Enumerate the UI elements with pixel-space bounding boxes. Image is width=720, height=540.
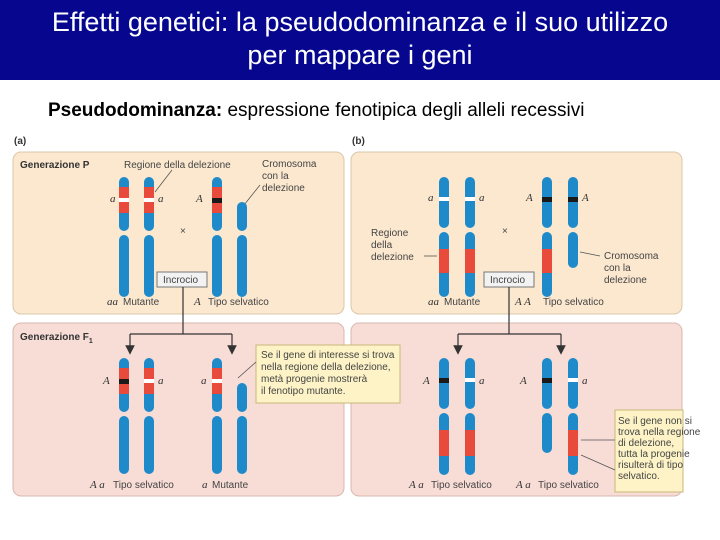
chromosome-a-f1-4-deletion (237, 383, 247, 474)
f1-right-label-b: Tipo selvatico (538, 480, 599, 491)
chromosome-b-p4-deletion (568, 177, 578, 268)
chromosome-b-f1-4 (568, 358, 578, 475)
gen-f1-text: Generazione F (20, 332, 89, 343)
note-leader-a (237, 361, 257, 379)
subtitle-bold: Pseudodominanza: (48, 100, 223, 121)
allele-A-bp3: A (525, 192, 533, 204)
cross-connector-b (458, 287, 561, 335)
allele-A-p3: A (195, 193, 203, 205)
title-bar: Effetti genetici: la pseudodominanza e i… (0, 0, 720, 80)
note-b-line-2: trova nella regione (618, 427, 701, 438)
f1-left-label-b: Tipo selvatico (431, 480, 492, 491)
note-a-line-1: Se il gene di interesse si trova (261, 350, 395, 361)
allele-A-f1-1: A (102, 375, 110, 387)
note-leader-b-2 (580, 454, 616, 471)
note-b-line-1: Se il gene non si (618, 416, 692, 427)
p-wild-label-a: Tipo selvatico (208, 297, 269, 308)
title-line-2: per mappare i geni (247, 40, 473, 70)
allele-a-p2: a (158, 193, 164, 205)
note-b-line-3: di delezione, (618, 438, 674, 449)
p-mutant-label-b: Mutante (444, 297, 481, 308)
allele-a-f1-2: a (158, 375, 164, 387)
chrom-label-a-3: delezione (262, 183, 305, 194)
region-label-b-1: Regione (371, 228, 409, 239)
note-box-a (255, 344, 401, 404)
chromosome-a-p3 (212, 177, 222, 297)
panel-b-tag: (b) (352, 136, 365, 147)
allele-a-bf1-4: a (582, 375, 588, 387)
f1-right-alleles-b: A a (515, 479, 531, 491)
p-wild-label-b: Tipo selvatico (543, 297, 604, 308)
chromosome-a-f1-1 (119, 358, 129, 474)
region-label-b-3: delezione (371, 252, 414, 263)
chromosome-b-f1-3 (542, 358, 552, 453)
subtitle-rest: espressione fenotipica degli alleli rece… (222, 100, 585, 121)
note-b-line-4: tutta la progenie (618, 449, 690, 460)
allele-A-bf1-3: A (519, 375, 527, 387)
panel-b-gen-p (350, 151, 683, 315)
cross-symbol-b: × (502, 226, 508, 237)
chromosome-b-p3 (542, 177, 552, 297)
allele-a-f1-3: a (201, 375, 207, 387)
region-label-b-2: della (371, 240, 393, 251)
gen-f1-label: Generazione F1 (20, 332, 93, 345)
cross-box-a (156, 271, 208, 288)
f1-right-label-a: Mutante (212, 480, 249, 491)
cross-connector-a (130, 287, 232, 335)
cross-symbol-a: × (180, 226, 186, 237)
p-mutant-alleles-b: aa (428, 296, 440, 308)
note-b-line-6: selvatico. (618, 471, 660, 482)
allele-a-bf1-2: a (479, 375, 485, 387)
f1-right-allele-a: a (202, 479, 208, 491)
p-mutant-alleles-a: aa (107, 296, 119, 308)
chromosome-a-p4-deletion (237, 202, 247, 297)
f1-left-alleles-a: A a (89, 479, 105, 491)
note-box-b (614, 409, 684, 493)
region-label-a: Regione della delezione (124, 160, 231, 171)
chromosome-b-p1 (439, 177, 449, 297)
chromosome-a-p2 (144, 177, 154, 297)
allele-a-p1: a (110, 193, 116, 205)
chromosome-b-p2 (465, 177, 475, 297)
chrom-label-b-2: con la (604, 263, 631, 274)
chrom-label-b-1: Cromosoma (604, 251, 659, 262)
panel-a-tag: (a) (14, 136, 26, 147)
note-b-line-5: risulterà di tipo (618, 460, 683, 471)
p-wild-allele-a: A (193, 296, 201, 308)
f1-left-alleles-b: A a (408, 479, 424, 491)
panel-a-gen-p (12, 151, 345, 315)
note-a-line-3: metà progenie mostrerà (261, 374, 368, 385)
allele-a-bp2: a (479, 192, 485, 204)
cross-label-a: Incrocio (163, 275, 198, 286)
chromosome-a-p1 (119, 177, 129, 297)
allele-a-bp1: a (428, 192, 434, 204)
chromosome-a-f1-2 (144, 358, 154, 474)
allele-A-bf1-1: A (422, 375, 430, 387)
chromosome-b-f1-2 (465, 358, 475, 475)
p-mutant-label-a: Mutante (123, 297, 160, 308)
chrom-leader-a (243, 184, 261, 206)
subtitle: Pseudodominanza: espressione fenotipica … (48, 100, 584, 122)
note-a-line-4: il fenotipo mutante. (261, 386, 346, 397)
gen-p-label: Generazione P (20, 160, 90, 171)
chrom-leader-b (579, 251, 601, 257)
f1-left-label-a: Tipo selvatico (113, 480, 174, 491)
chrom-label-a-2: con la (262, 171, 289, 182)
cross-label-b: Incrocio (490, 275, 525, 286)
gen-f1-sub: 1 (89, 338, 93, 345)
chromosome-a-f1-3 (212, 358, 222, 474)
region-leader-a (154, 169, 173, 193)
p-wild-alleles-b: A A (514, 296, 531, 308)
allele-A-bp4: A (581, 192, 589, 204)
chrom-label-b-3: delezione (604, 275, 647, 286)
chrom-label-a-1: Cromosoma (262, 159, 317, 170)
note-a-line-2: nella regione della delezione, (261, 362, 391, 373)
title-line-1: Effetti genetici: la pseudodominanza e i… (51, 7, 669, 37)
chromosome-b-f1-1 (439, 358, 449, 475)
